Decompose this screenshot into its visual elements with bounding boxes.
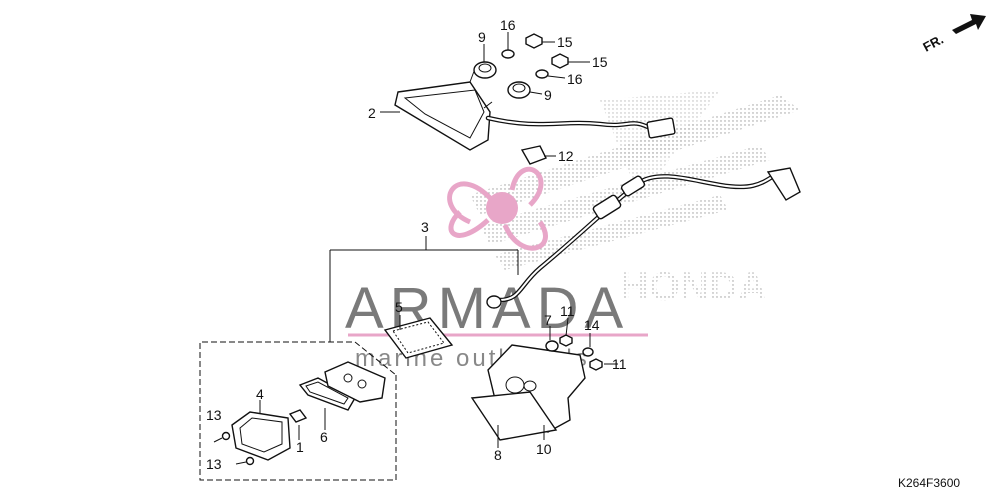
callout-4: 4 — [256, 386, 264, 402]
lens-frame — [298, 377, 356, 411]
front-direction-marker: FR. — [920, 14, 986, 55]
callout-9-lower: 9 — [544, 87, 552, 103]
callout-6: 6 — [320, 429, 328, 445]
bracket-grommet — [545, 340, 559, 352]
screw-upper — [213, 431, 231, 443]
callout-10: 10 — [536, 441, 552, 457]
callout-13-upper: 13 — [206, 407, 222, 423]
callout-7: 7 — [544, 312, 552, 328]
assembly-3-bracket — [329, 236, 519, 342]
arrow-icon — [952, 14, 986, 34]
grommet-lower — [507, 81, 531, 99]
callout-15-lower: 15 — [592, 54, 608, 70]
callout-11-upper: 11 — [560, 303, 575, 319]
cable-end-cap — [766, 167, 801, 201]
washer-upper — [501, 49, 515, 59]
cable-sleeve-2 — [620, 175, 646, 197]
nut-lower — [551, 53, 569, 69]
gasket — [383, 317, 454, 359]
fr-label: FR. — [920, 32, 946, 55]
callout-9-upper: 9 — [478, 29, 486, 45]
callout-2: 2 — [368, 105, 376, 121]
bracket-nut-left — [559, 334, 573, 347]
callout-11-lower: 11 — [612, 356, 627, 372]
callout-8: 8 — [494, 447, 502, 463]
screw-lower — [235, 456, 255, 466]
callout-5: 5 — [395, 299, 403, 315]
callout-16-lower: 16 — [567, 71, 583, 87]
bracket-nut-right — [589, 358, 603, 371]
nut-upper — [525, 33, 543, 49]
callout-12: 12 — [558, 148, 574, 164]
cable-plug — [486, 295, 502, 309]
collar — [582, 347, 594, 357]
callout-3: 3 — [421, 219, 429, 235]
callout-15-upper: 15 — [557, 34, 573, 50]
bulb-socket — [324, 361, 386, 403]
small-nut — [288, 409, 308, 423]
grommet-upper — [473, 61, 497, 79]
honda-logo-text: HONDA — [620, 265, 767, 309]
callout-14: 14 — [584, 317, 600, 333]
callout-16-upper: 16 — [500, 17, 516, 33]
diagram-code: K264F3600 — [898, 476, 960, 490]
cable-sleeve — [592, 194, 622, 220]
housing-connector — [646, 117, 676, 139]
callout-1: 1 — [296, 439, 304, 455]
tail-light-housing — [394, 65, 493, 151]
armada-propeller-logo — [447, 166, 548, 251]
wire-clip — [520, 145, 547, 165]
exploded-view-box — [199, 341, 397, 481]
reflector — [470, 391, 558, 441]
washer-lower — [535, 69, 549, 79]
license-lamp — [231, 411, 291, 461]
callout-13-lower: 13 — [206, 456, 222, 472]
callout-labels: 1 2 3 4 5 6 7 8 9 9 10 11 11 12 13 13 14… — [206, 17, 627, 472]
leader-lines — [259, 32, 618, 448]
